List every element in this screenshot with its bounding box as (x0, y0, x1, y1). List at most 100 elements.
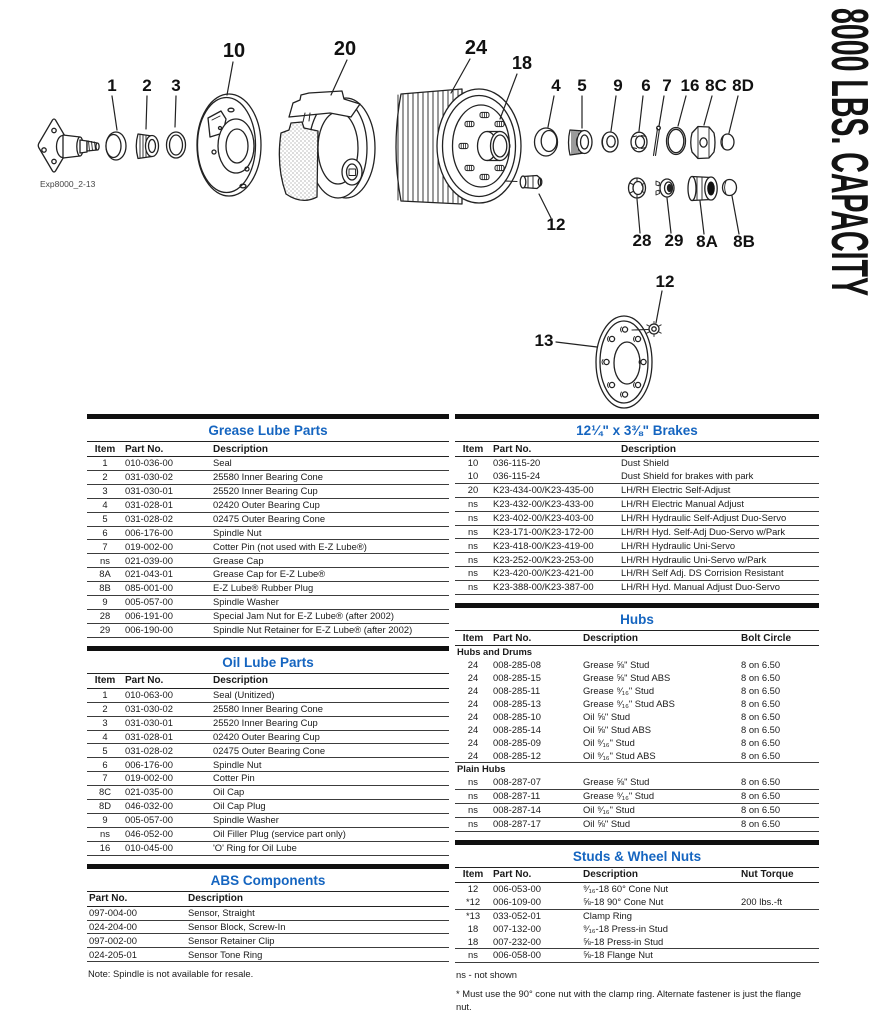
cell-bolt-circle: 8 on 6.50 (739, 776, 819, 791)
cell-part: 046-032-00 (123, 799, 211, 814)
cell-part: 031-030-01 (123, 484, 211, 499)
cell-part: 006-176-00 (123, 526, 211, 541)
cell-item: ns (455, 803, 491, 818)
cell-desc: Grease ⅝" Stud (583, 659, 650, 671)
table-row: 10 036-115-24 Dust Shield for brakes wit… (455, 469, 819, 484)
table-row: 9 005-057-00 Spindle Washer (87, 595, 449, 610)
table-row: 20 K23-434-00/K23-435-00 LH/RH Electric … (455, 483, 819, 498)
cell-item: ns (455, 580, 491, 596)
seal-illustration (105, 131, 127, 161)
left-table-column: Grease Lube Parts Item Part No. Descript… (87, 414, 449, 989)
cell-desc: LH/RH Electric Manual Adjust (619, 497, 819, 512)
cell-desc: LH/RH Self Adj. DS Corrision Resistant (619, 566, 819, 582)
cell-desc: Sensor, Straight (186, 906, 449, 921)
callout-18: 18 (512, 53, 532, 73)
table-row: 2 031-030-02 25580 Inner Bearing Cone (87, 470, 449, 485)
cell-item: ns (455, 789, 491, 804)
cell-bolt-circle: 8 on 6.50 (741, 697, 781, 709)
callout-7: 7 (662, 76, 671, 95)
o-ring-illustration (665, 126, 687, 156)
cell-desc: ⁹⁄₁₆-18 60° Cone Nut (583, 882, 669, 894)
inner-bearing-cup-illustration (165, 131, 187, 159)
table-title: Hubs (620, 612, 654, 628)
callout-9: 9 (613, 76, 622, 95)
cell-part: 008-285-09 (493, 736, 541, 748)
callout-3: 3 (171, 76, 180, 95)
cell-bolt-circle: 8 on 6.50 (741, 659, 781, 671)
callout-8c: 8C (705, 76, 727, 95)
cell-desc: Oil Cap Plug (211, 799, 449, 814)
column-header-part: Part No. (123, 441, 211, 457)
table-row: 1 010-036-00 Seal (87, 456, 449, 471)
cell-part: 019-002-00 (123, 771, 211, 787)
cell-part: 006-109-00 (491, 895, 581, 910)
cell-part: 031-030-02 (123, 470, 211, 485)
callout-16: 16 (681, 76, 700, 95)
table-row: ns 008-287-14 Oil ⁹⁄₁₆" Stud 8 on 6.50 (455, 803, 819, 818)
header-row: Item Part No. Description Bolt Circle (455, 630, 819, 647)
column-header-part: Part No. (491, 441, 619, 457)
table-top-bar (455, 414, 819, 419)
table-row: 4 031-028-01 02420 Outer Bearing Cup (87, 730, 449, 745)
table-row: 024-205-01 Sensor Tone Ring (87, 947, 449, 963)
cell-item: ns (455, 948, 491, 964)
cell-item: 20 (455, 483, 491, 498)
oil-lube-parts-table: Oil Lube Parts Item Part No. Description… (87, 645, 449, 856)
table-row: 24 008-285-14 Oil ⅝" Stud ABS 8 on 6.50 (455, 724, 819, 737)
cell-item: 12 (467, 882, 479, 894)
special-jam-nut-illustration (627, 177, 647, 199)
table-row: ns 021-039-00 Grease Cap (87, 553, 449, 569)
table-row: 24 008-285-12 Oil ⁹⁄₁₆" Stud ABS 8 on 6.… (455, 749, 819, 764)
cell-desc: Spindle Washer (211, 813, 449, 828)
table-row: 024-204-00 Sensor Block, Screw-In (87, 920, 449, 935)
cell-item: 29 (87, 623, 123, 638)
spindle-washer-illustration (601, 131, 619, 153)
table-top-bar (455, 603, 819, 609)
table-row: ns K23-388-00/K23-387-00 LH/RH Hyd. Manu… (455, 580, 819, 596)
table-row: ns K23-252-00/K23-253-00 LH/RH Hydraulic… (455, 552, 819, 568)
column-header-part: Part No. (123, 672, 211, 689)
column-header-item: Item (87, 672, 123, 689)
cell-desc: LH/RH Hyd. Self-Adj Duo-Servo w/Park (619, 525, 819, 540)
section-row-plain-hubs: Plain Hubs (457, 763, 506, 775)
cell-desc: Oil ⅝" Stud ABS (583, 723, 651, 735)
column-header-desc: Description (211, 441, 449, 457)
cell-item: 3 (87, 716, 123, 731)
capacity-banner: 8000 LBS. CAPACITY (820, 8, 878, 296)
cell-item: 8A (87, 567, 123, 583)
callout-13: 13 (535, 331, 554, 350)
cell-item: ns (455, 817, 491, 832)
cell-part: K23-388-00/K23-387-00 (491, 580, 619, 596)
cell-bolt-circle: 8 on 6.50 (739, 817, 819, 832)
cell-item: 1 (87, 688, 123, 703)
cone-nut-note: * Must use the 90° cone nut with the cla… (456, 987, 802, 1012)
callout-8d: 8D (732, 76, 754, 95)
cell-item: 8B (87, 581, 123, 597)
callout-8b: 8B (733, 232, 755, 251)
cell-nut-torque (739, 948, 819, 964)
callout-20: 20 (334, 38, 356, 60)
table-title: ABS Components (210, 872, 326, 888)
cell-desc: Grease ⅝" Stud ABS (583, 672, 671, 684)
spindle-illustration (37, 118, 100, 173)
cell-part: 010-063-00 (123, 688, 211, 703)
cell-bolt-circle: 8 on 6.50 (741, 672, 781, 684)
column-header-nut-torque: Nut Torque (739, 866, 819, 883)
table-title: Oil Lube Parts (222, 654, 314, 670)
column-header-desc: Description (619, 441, 819, 457)
cell-desc: Grease ⁹⁄₁₆" Stud (581, 789, 739, 804)
table-row: ns K23-432-00/K23-433-00 LH/RH Electric … (455, 497, 819, 512)
section-row-hubs-and-drums: Hubs and Drums (457, 646, 533, 658)
table-row: 12 006-053-00 ⁹⁄₁₆-18 60° Cone Nut (455, 882, 819, 895)
cell-item: 16 (87, 841, 123, 856)
cell-desc: Spindle Washer (211, 595, 449, 610)
cell-item: 18 (467, 922, 479, 934)
cell-desc: Oil ⅝" Stud (581, 817, 739, 832)
rubber-plug-illustration (721, 178, 738, 197)
table-row: ns 008-287-17 Oil ⅝" Stud 8 on 6.50 (455, 817, 819, 832)
cell-part: 008-285-10 (493, 710, 541, 722)
callout-12-hub: 12 (547, 215, 566, 234)
table-row: 097-004-00 Sensor, Straight (87, 906, 449, 921)
cell-item: 10 (455, 469, 491, 484)
